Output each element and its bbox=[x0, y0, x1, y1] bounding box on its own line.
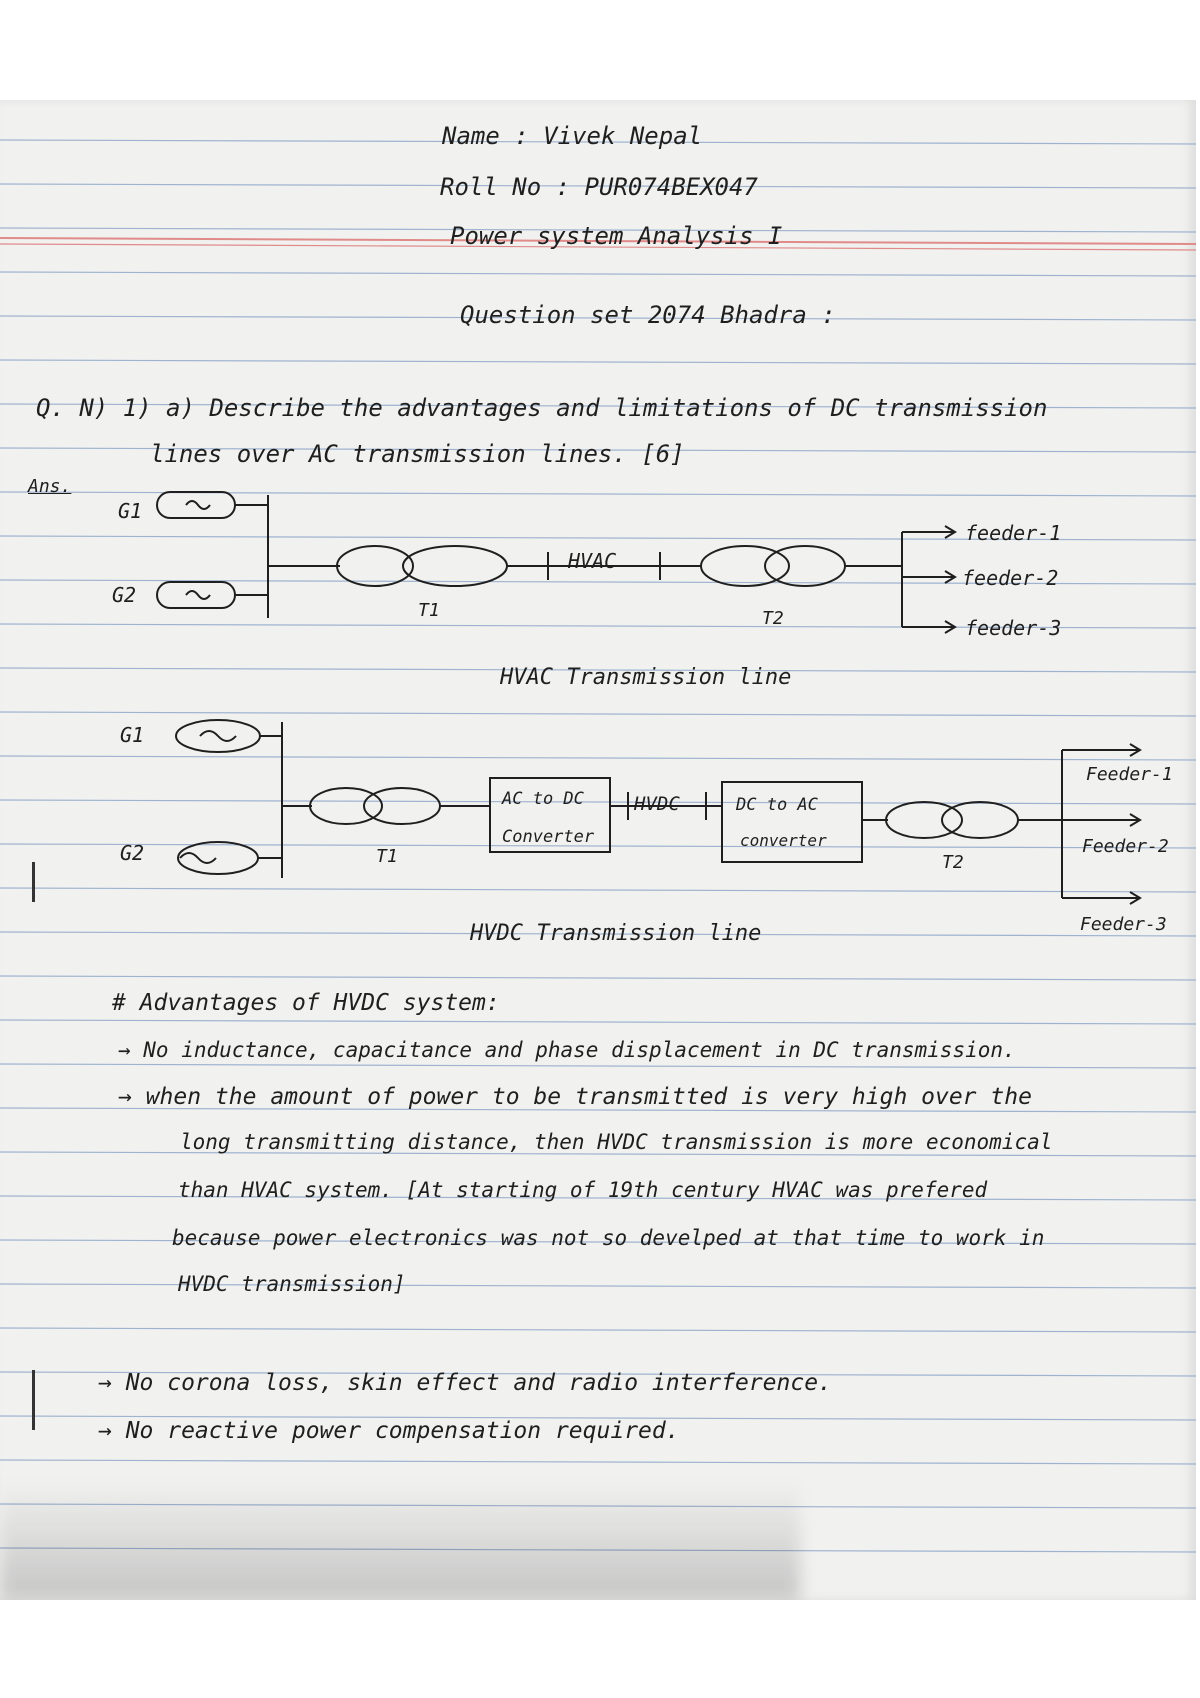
question-line-2: lines over AC transmission lines. [6] bbox=[150, 440, 685, 468]
generator-g1-hvac bbox=[156, 491, 236, 519]
t2-label: T2 bbox=[762, 608, 784, 629]
g2-label: G2 bbox=[112, 583, 136, 607]
advantage-line-1: → No inductance, capacitance and phase d… bbox=[118, 1038, 1016, 1062]
advantage-line-7: → No corona loss, skin effect and radio … bbox=[98, 1370, 832, 1396]
rule-line bbox=[0, 1327, 1196, 1333]
header-margin-line-2 bbox=[0, 243, 1196, 251]
rule-line bbox=[0, 315, 1196, 321]
t1-label: T1 bbox=[376, 846, 398, 867]
rule-line bbox=[0, 1371, 1196, 1377]
g2-label: G2 bbox=[120, 841, 144, 865]
rule-line bbox=[0, 359, 1196, 365]
feeder-label-3: feeder-3 bbox=[965, 616, 1061, 640]
generator-g2-hvdc bbox=[177, 841, 259, 875]
student-name: Name : Vivek Nepal bbox=[442, 122, 703, 150]
margin-tick bbox=[32, 1370, 35, 1430]
rule-line bbox=[0, 271, 1196, 277]
advantage-line-3: long transmitting distance, then HVDC tr… bbox=[180, 1130, 1053, 1154]
question-set-title: Question set 2074 Bhadra : bbox=[460, 301, 836, 329]
advantage-line-8: → No reactive power compensation require… bbox=[98, 1418, 680, 1444]
feeder-label-1: Feeder-1 bbox=[1086, 764, 1173, 785]
rule-line bbox=[0, 755, 1196, 761]
t2-label: T2 bbox=[942, 852, 964, 873]
rule-line bbox=[0, 1151, 1196, 1157]
notebook-page bbox=[0, 100, 1196, 1600]
hvdc-line-label: HVDC bbox=[633, 793, 680, 815]
roll-number: Roll No : PUR074BEX047 bbox=[440, 173, 758, 201]
transformer-t2-icon bbox=[885, 801, 963, 839]
rule-line bbox=[0, 711, 1196, 717]
rule-line bbox=[0, 1503, 1196, 1509]
feeder-label-2: Feeder-2 bbox=[1082, 836, 1169, 857]
advantage-line-4: than HVAC system. [At starting of 19th c… bbox=[178, 1178, 988, 1202]
rule-line bbox=[0, 1239, 1196, 1245]
hvdc-caption: HVDC Transmission line bbox=[469, 921, 761, 946]
rule-line bbox=[0, 183, 1196, 189]
rule-line bbox=[0, 1107, 1196, 1113]
rule-line bbox=[0, 535, 1196, 541]
transformer-t1-icon bbox=[309, 787, 383, 825]
ac-to-dc-converter bbox=[489, 777, 611, 853]
rule-line bbox=[0, 931, 1196, 937]
hvac-diagram: G1 G2 T1 HVAC T2 feeder-1 feeder-2 feede… bbox=[112, 491, 1061, 690]
header-margin-line-1 bbox=[0, 237, 1196, 245]
dc-to-ac-converter bbox=[721, 781, 863, 863]
rule-line bbox=[0, 1019, 1196, 1025]
rule-line bbox=[0, 447, 1196, 453]
feeder-label-3: Feeder-3 bbox=[1080, 914, 1167, 935]
feeder-label-1: feeder-1 bbox=[965, 521, 1061, 545]
g1-label: G1 bbox=[120, 723, 144, 747]
question-line-1: Q. N) 1) a) Describe the advantages and … bbox=[36, 394, 1048, 422]
rule-line bbox=[0, 1547, 1196, 1553]
converter-2-line-1: DC to AC bbox=[735, 795, 819, 815]
rule-line bbox=[0, 1283, 1196, 1289]
transformer-t2-icon bbox=[700, 545, 790, 587]
converter-1-line-1: AC to DC bbox=[501, 789, 585, 809]
rule-line bbox=[0, 623, 1196, 629]
advantages-heading: # Advantages of HVDC system: bbox=[112, 990, 500, 1016]
rule-line bbox=[0, 1063, 1196, 1069]
advantage-line-5: because power electronics was not so dev… bbox=[172, 1226, 1045, 1250]
rule-line bbox=[0, 227, 1196, 233]
g1-label: G1 bbox=[118, 499, 142, 523]
margin-tick bbox=[32, 862, 35, 902]
generator-g2-hvac bbox=[156, 581, 236, 609]
feeder-label-2: feeder-2 bbox=[962, 566, 1058, 590]
transformer-t1-icon bbox=[336, 545, 414, 587]
rule-line bbox=[0, 1459, 1196, 1465]
rule-line bbox=[0, 1195, 1196, 1201]
converter-1-line-2: Converter bbox=[502, 827, 595, 847]
hvdc-diagram: G1 G2 T1 AC to DC Converter HVDC DC to A… bbox=[120, 719, 1173, 946]
ac-symbol-icon bbox=[199, 730, 237, 742]
ac-symbol-icon bbox=[185, 500, 211, 510]
ac-symbol-icon bbox=[179, 852, 217, 864]
rule-line bbox=[0, 887, 1196, 893]
rule-line bbox=[0, 139, 1196, 145]
advantage-line-6: HVDC transmission] bbox=[178, 1272, 406, 1296]
rule-line bbox=[0, 667, 1196, 673]
rule-line bbox=[0, 1415, 1196, 1421]
hvac-line-label: HVAC bbox=[567, 549, 616, 573]
converter-2-line-2: converter bbox=[740, 831, 827, 850]
page-shadow bbox=[0, 1480, 800, 1600]
advantage-line-2: → when the amount of power to be transmi… bbox=[118, 1084, 1032, 1110]
ac-symbol-icon bbox=[185, 590, 211, 600]
subject-title: Power system Analysis I bbox=[450, 222, 783, 250]
t1-label: T1 bbox=[418, 600, 440, 621]
rule-line bbox=[0, 975, 1196, 981]
hvac-caption: HVAC Transmission line bbox=[499, 665, 791, 690]
ans-label: Ans. bbox=[28, 476, 72, 497]
rule-line bbox=[0, 403, 1196, 409]
rule-line bbox=[0, 579, 1196, 585]
